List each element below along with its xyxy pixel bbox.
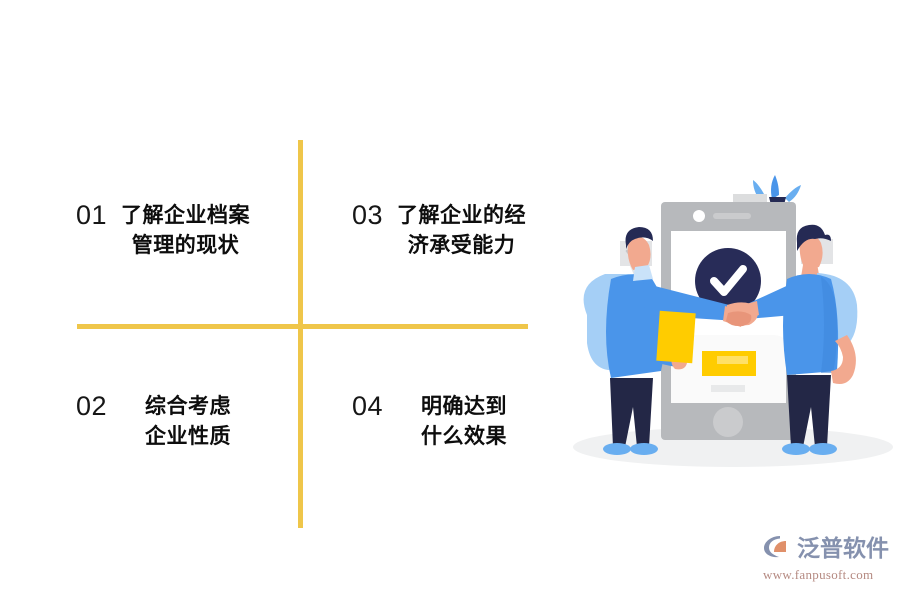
handshake-agreement-illustration [565, 175, 900, 480]
check-circle-icon [695, 248, 761, 314]
watermark-url: www.fanpusoft.com [763, 567, 874, 582]
divider-vertical [298, 140, 303, 528]
quadrant-number-02: 02 [76, 391, 108, 421]
quadrant-number-04: 04 [352, 391, 384, 421]
fanpu-logo-mark-icon [762, 533, 792, 564]
quadrant-number-01: 01 [76, 200, 108, 230]
quadrant-item-04: 04 明确达到 什么效果 [352, 391, 508, 452]
person-left [583, 227, 745, 455]
quadrant-item-02: 02 综合考虑 企业性质 [76, 391, 232, 452]
quadrant-label-04: 明确达到 什么效果 [421, 395, 508, 448]
quadrant-label-03: 了解企业的经 济承受能力 [397, 204, 527, 257]
quadrant-number-03: 03 [352, 200, 384, 230]
quadrant-item-01: 01 了解企业档案 管理的现状 [76, 200, 251, 261]
quadrant-label-01: 了解企业档案 管理的现状 [121, 204, 251, 257]
quadrant-label-02: 综合考虑 企业性质 [145, 395, 232, 448]
person-right [725, 224, 858, 455]
watermark-brand-name: 泛普软件 [797, 535, 889, 561]
divider-horizontal [77, 324, 528, 329]
watermark-logo: 泛普软件 www.fanpusoft.com [762, 533, 892, 589]
quadrant-item-03: 03 了解企业的经 济承受能力 [352, 200, 527, 261]
